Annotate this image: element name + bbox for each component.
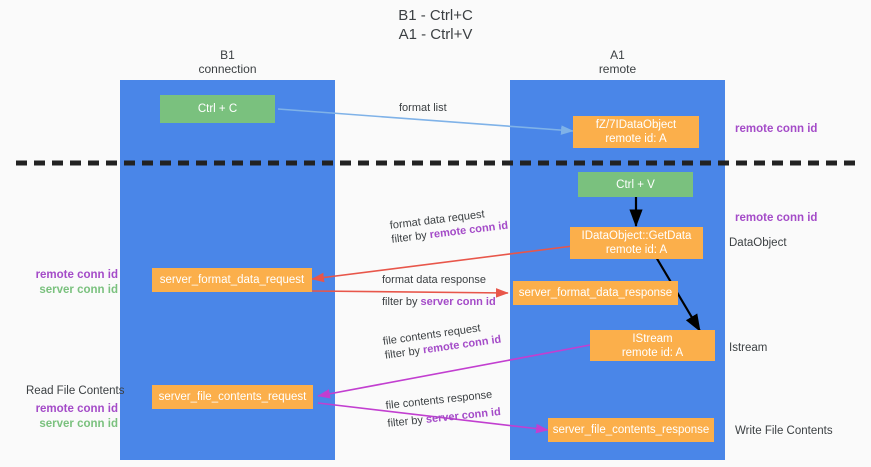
edge-label-file-contents-response-key: server conn id [425,406,502,426]
edge-label-file-contents-request-prefix: filter by [384,344,424,362]
column-header-a1-name: A1 [610,48,625,62]
right-label-remote-conn-id-top: remote conn id [735,123,818,135]
node-istream-sub: remote id: A [621,346,684,359]
edge-label-format-data-request-prefix: filter by [390,229,431,246]
node-server-format-data-request[interactable]: server_format_data_request [152,268,312,292]
node-server-format-data-response[interactable]: server_format_data_response [513,281,678,305]
left-label-bottom-remote: remote conn id [35,403,118,415]
left-label-mid-remote: remote conn id [35,269,118,281]
node-server-file-contents-request-label: server_file_contents_request [158,391,307,403]
title-line-2: A1 - Ctrl+V [398,26,473,43]
node-server-file-contents-request[interactable]: server_file_contents_request [152,385,313,409]
column-header-a1: A1 remote [510,48,725,76]
node-idataobject[interactable]: fZ/7IDataObject remote id: A [573,116,699,148]
node-idataobject-getdata[interactable]: IDataObject::GetData remote id: A [570,227,703,259]
right-label-write-file-contents: Write File Contents [735,425,833,437]
node-ctrl-c-label: Ctrl + C [197,103,238,115]
page-title: B1 - Ctrl+C A1 - Ctrl+V [0,6,871,44]
node-idataobject-label: fZ/7IDataObject [595,119,677,131]
node-istream[interactable]: IStream remote id: A [590,330,715,361]
column-header-a1-sub: remote [598,62,637,76]
node-server-format-data-response-label: server_format_data_response [518,287,673,299]
column-header-b1-sub: connection [198,62,257,76]
left-label-bottom-server: server conn id [39,418,118,430]
edge-label-format-data-response-text: format data response [382,274,486,286]
left-label-read-file-contents: Read File Contents [26,385,125,397]
edge-label-file-contents-request: file contents request filter by remote c… [382,319,502,363]
left-label-mid-server: server conn id [39,284,118,296]
edge-label-format-data-request: format data request filter by remote con… [389,205,509,247]
column-header-b1: B1 connection [120,48,335,76]
edge-label-format-data-response-key: server conn id [420,296,496,308]
node-getdata-sub: remote id: A [605,244,668,256]
node-server-file-contents-response-label: server_file_contents_response [552,424,710,436]
left-label-group-bottom: remote conn id server conn id [18,402,118,432]
node-ctrl-v-label: Ctrl + V [616,178,655,191]
title-line-1: B1 - Ctrl+C [398,7,473,24]
left-label-group-mid: remote conn id server conn id [18,268,118,298]
edge-label-format-data-response: format data response filter by server co… [382,273,496,309]
right-label-istream: Istream [729,342,768,354]
node-idataobject-sub: remote id: A [605,133,667,145]
edge-label-format-data-response-prefix: filter by [382,296,421,308]
node-server-file-contents-response[interactable]: server_file_contents_response [548,418,714,442]
node-istream-label: IStream [632,332,673,345]
edge-label-file-contents-response-prefix: filter by [386,413,427,430]
node-getdata-label: IDataObject::GetData [581,230,692,242]
node-ctrl-c[interactable]: Ctrl + C [160,95,275,123]
edge-label-format-list: format list [399,101,447,115]
edge-label-format-list-text: format list [399,102,447,114]
column-header-b1-name: B1 [220,48,235,62]
node-server-format-data-request-label: server_format_data_request [159,274,305,286]
right-label-dataobject: DataObject [729,237,787,249]
node-ctrl-v[interactable]: Ctrl + V [578,172,693,197]
right-label-remote-conn-id-mid: remote conn id [735,212,818,224]
edge-label-file-contents-response: file contents response filter by server … [385,387,501,431]
